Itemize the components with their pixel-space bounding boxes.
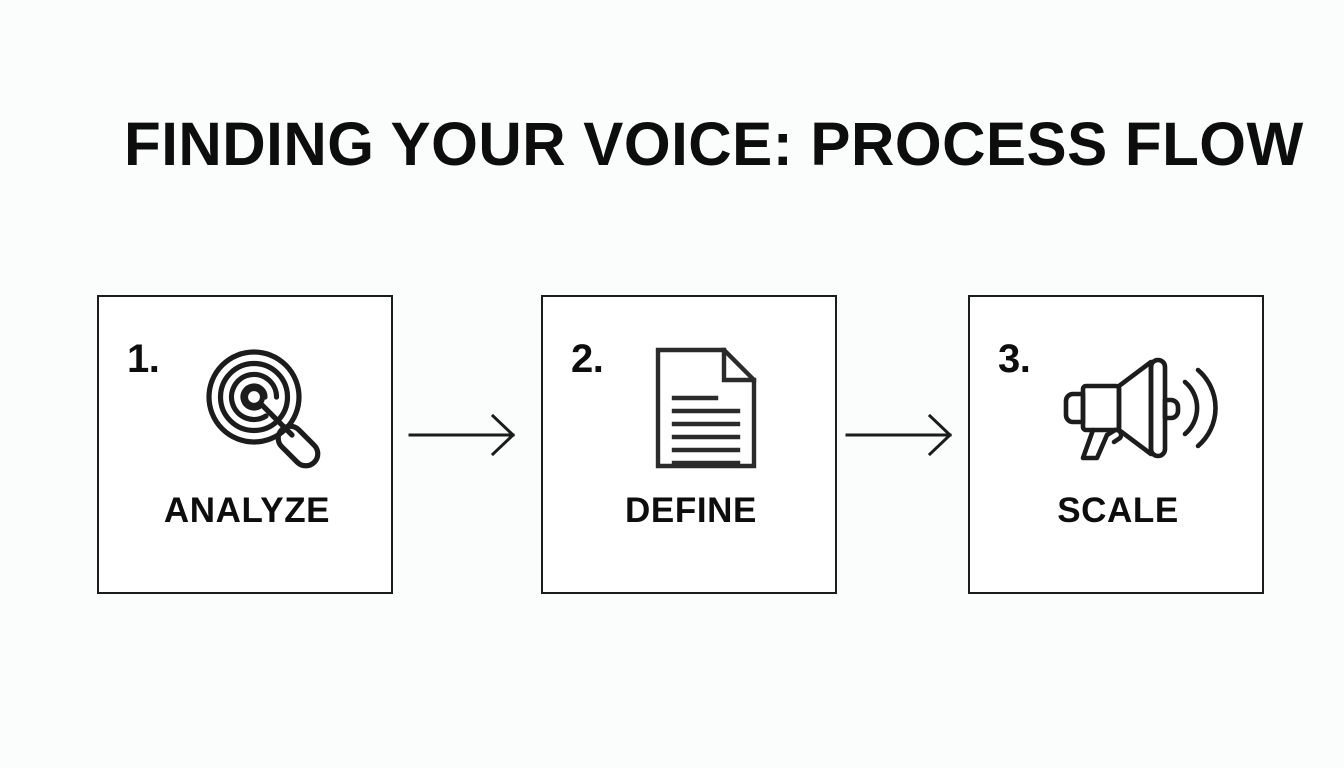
step-number-3: 3. [998, 337, 1031, 381]
step-card-analyze[interactable]: 1. ANALYZE [97, 295, 393, 594]
step-card-scale[interactable]: 3. SCALE [968, 295, 1264, 594]
megaphone-icon [970, 335, 1266, 480]
step-number-2: 2. [571, 337, 604, 381]
arrow-right-icon-1 [408, 413, 518, 457]
magnifier-target-icon [99, 335, 395, 480]
step-label-scale: SCALE [1057, 491, 1179, 530]
document-lines-icon [543, 335, 839, 480]
page-title: FINDING YOUR VOICE: PROCESS FLOW [124, 110, 1304, 178]
step-number-1: 1. [127, 337, 160, 381]
step-card-define[interactable]: 2. DEFINE [541, 295, 837, 594]
arrow-right-icon-2 [845, 413, 955, 457]
step-label-analyze: ANALYZE [163, 491, 331, 530]
process-flow-diagram: 1. ANALYZE [0, 295, 1344, 595]
step-label-define: DEFINE [625, 491, 757, 530]
